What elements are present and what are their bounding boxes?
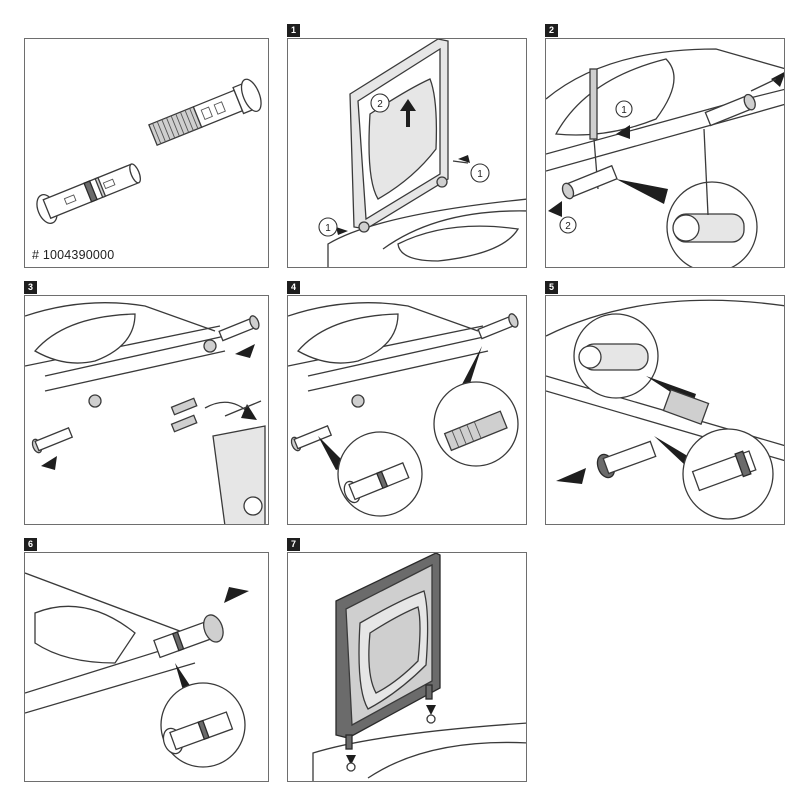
step-2-callout-2: 2 <box>565 221 571 232</box>
step-5-illustration <box>546 299 784 520</box>
step-2-callout-1: 1 <box>621 105 627 116</box>
step-1-illustration: 2 1 1 <box>318 39 526 267</box>
step-2-illustration: 1 2 <box>546 48 784 267</box>
step-4-illustration <box>288 302 519 517</box>
step-5-panel <box>545 295 785 525</box>
step-6-number: 6 <box>24 538 37 551</box>
step-1-callout-1a: 1 <box>477 169 483 180</box>
step-4-panel <box>287 295 527 525</box>
step-7-number: 7 <box>287 538 300 551</box>
step-6-panel <box>24 552 269 782</box>
step-2-panel: 1 2 <box>545 38 785 268</box>
step-1-callout-1b: 1 <box>325 223 331 234</box>
step-3-illustration <box>25 302 266 524</box>
step-7-panel <box>287 552 527 782</box>
step-5-number: 5 <box>545 281 558 294</box>
step-6-illustration <box>25 572 249 768</box>
step-2-number: 2 <box>545 24 558 37</box>
step-1-panel: 2 1 1 <box>287 38 527 268</box>
step-7-illustration <box>312 553 526 781</box>
step-3-number: 3 <box>24 281 37 294</box>
hinge-pin-parts-illustration <box>36 78 262 224</box>
parts-overview-panel: # 1004390000 <box>24 38 269 268</box>
step-1-callout-2: 2 <box>377 99 383 110</box>
part-number-label: # 1004390000 <box>32 248 115 262</box>
step-4-number: 4 <box>287 281 300 294</box>
step-3-panel <box>24 295 269 525</box>
step-1-number: 1 <box>287 24 300 37</box>
